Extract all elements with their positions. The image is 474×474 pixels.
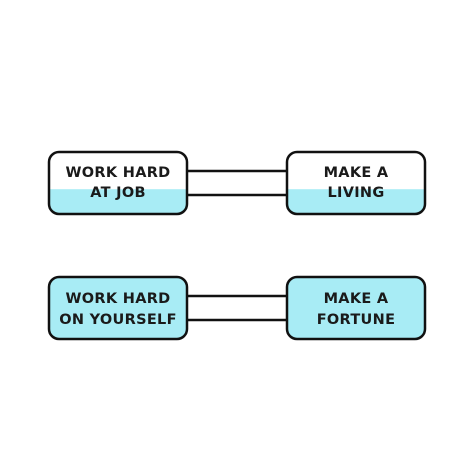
left-box-2-fill (49, 277, 187, 339)
right-box-2-fill (287, 277, 425, 339)
right-box-1: MAKE A LIVING (285, 150, 427, 216)
left-box-2-line1: WORK HARD (65, 291, 170, 307)
dumbbell-row-1: WORK HARD AT JOB MAKE A LIVING (47, 150, 427, 216)
right-box-2: MAKE A FORTUNE (285, 275, 427, 341)
right-box-2-line1: MAKE A (324, 291, 389, 307)
right-box-2-line2: FORTUNE (317, 312, 396, 328)
left-box-2-line2: ON YOURSELF (59, 312, 177, 328)
right-box-1-line2: LIVING (327, 185, 384, 201)
left-box-2: WORK HARD ON YOURSELF (47, 275, 189, 341)
left-box-1-line2: AT JOB (90, 185, 146, 201)
right-box-1-fill (287, 189, 425, 214)
left-box-1-fill (49, 189, 187, 214)
right-box-1-line1: MAKE A (324, 165, 389, 181)
dumbbell-row-2: WORK HARD ON YOURSELF MAKE A FORTUNE (47, 275, 427, 341)
left-box-1-line1: WORK HARD (65, 165, 170, 181)
connector-bar-1 (183, 169, 291, 197)
left-box-1: WORK HARD AT JOB (47, 150, 189, 216)
connector-bar-2 (183, 294, 291, 322)
